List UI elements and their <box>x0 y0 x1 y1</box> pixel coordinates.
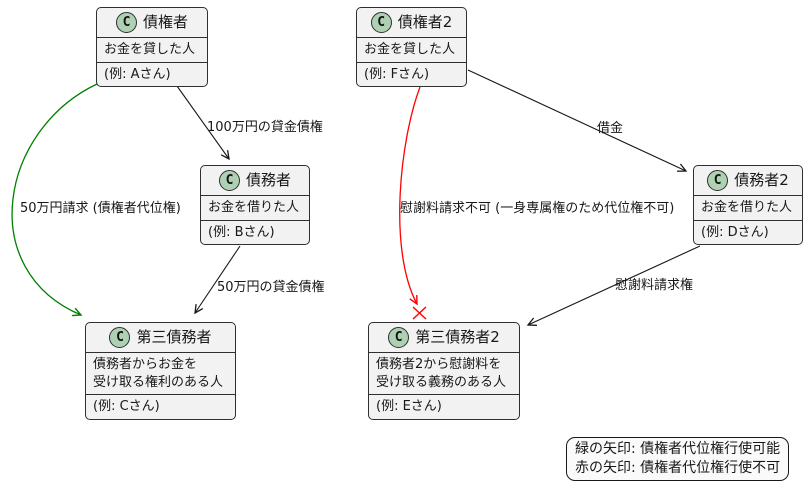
node-creditor-header: C 債権者 <box>97 8 207 38</box>
legend: 緑の矢印: 債権者代位権行使可能 赤の矢印: 債権者代位権行使不可 <box>566 437 790 481</box>
edge-label-loan-100: 100万円の貸金債権 <box>207 120 323 135</box>
description-line2: 受け取る義務のある人 <box>376 374 507 390</box>
node-example: (例: Eさん) <box>376 399 442 415</box>
arrow-creditor2-to-debtor2 <box>467 69 688 172</box>
node-title: 第三債務者 <box>136 328 212 347</box>
node-third-debtor2-header: C 第三債務者2 <box>369 323 519 353</box>
node-debtor2-header: C 債務者2 <box>694 166 802 196</box>
node-creditor2-header: C 債権者2 <box>357 8 466 38</box>
node-title: 債務者2 <box>734 171 789 190</box>
edge-label-solatium: 慰謝料請求権 <box>615 278 694 293</box>
arrow-subrogation-green <box>11 83 98 317</box>
node-description: お金を借りた人 <box>694 196 802 221</box>
node-third-debtor-header: C 第三債務者 <box>86 323 235 353</box>
node-description: お金を貸した人 <box>357 38 466 63</box>
class-icon: C <box>115 12 137 33</box>
arrow-debtor-to-third-debtor <box>194 245 241 315</box>
description-line2: 受け取る権利のある人 <box>93 374 224 390</box>
red-cross-icon <box>412 306 427 320</box>
node-title: 第三債務者2 <box>415 328 500 347</box>
node-creditor: C 債権者 お金を貸した人 (例: Aさん) <box>96 7 208 88</box>
node-example: (例: Fさん) <box>364 66 430 82</box>
node-example: (例: Cさん) <box>93 399 160 415</box>
node-creditor2: C 債権者2 お金を貸した人 (例: Fさん) <box>356 7 467 88</box>
legend-line-red: 赤の矢印: 債権者代位権行使不可 <box>575 459 781 476</box>
node-description: 債務者2から慰謝料を 受け取る義務のある人 <box>369 353 519 396</box>
edge-label-loan-50: 50万円の貸金債権 <box>217 280 325 295</box>
description-line1: 債務者2から慰謝料を <box>376 357 502 372</box>
node-description: お金を借りた人 <box>201 196 309 221</box>
arrow-creditor-to-debtor <box>176 85 230 161</box>
node-example: (例: Aさん) <box>104 66 171 82</box>
node-debtor2: C 債務者2 お金を借りた人 (例: Dさん) <box>693 165 803 246</box>
edge-label-no-claim: 慰謝料請求不可 (一身専属権のため代位権不可) <box>400 201 675 216</box>
node-description: お金を貸した人 <box>97 38 207 63</box>
arrow-no-subrogation-red <box>399 86 421 306</box>
node-description: 債務者からお金を 受け取る権利のある人 <box>86 353 235 396</box>
class-icon: C <box>218 170 240 191</box>
class-icon: C <box>388 327 410 348</box>
edge-label-debt: 借金 <box>597 121 624 136</box>
node-title: 債務者 <box>245 171 291 190</box>
node-example: (例: Bさん) <box>208 224 275 240</box>
node-title: 債権者 <box>142 13 188 32</box>
edge-label-claim-50: 50万円請求 (債権者代位権) <box>20 201 181 216</box>
node-title: 債権者2 <box>397 13 453 32</box>
node-debtor-header: C 債務者 <box>201 166 309 196</box>
class-icon: C <box>370 12 392 33</box>
node-example: (例: Dさん) <box>701 224 769 240</box>
node-third-debtor: C 第三債務者 債務者からお金を 受け取る権利のある人 (例: Cさん) <box>85 322 236 420</box>
legend-line-green: 緑の矢印: 債権者代位権行使可能 <box>575 441 781 457</box>
class-icon: C <box>109 327 131 348</box>
description-line1: 債務者からお金を <box>93 357 198 372</box>
arrow-debtor2-to-third-debtor2 <box>526 245 701 326</box>
class-icon: C <box>707 170 729 191</box>
node-debtor: C 債務者 お金を借りた人 (例: Bさん) <box>200 165 310 246</box>
node-third-debtor2: C 第三債務者2 債務者2から慰謝料を 受け取る義務のある人 (例: Eさん) <box>368 322 520 420</box>
